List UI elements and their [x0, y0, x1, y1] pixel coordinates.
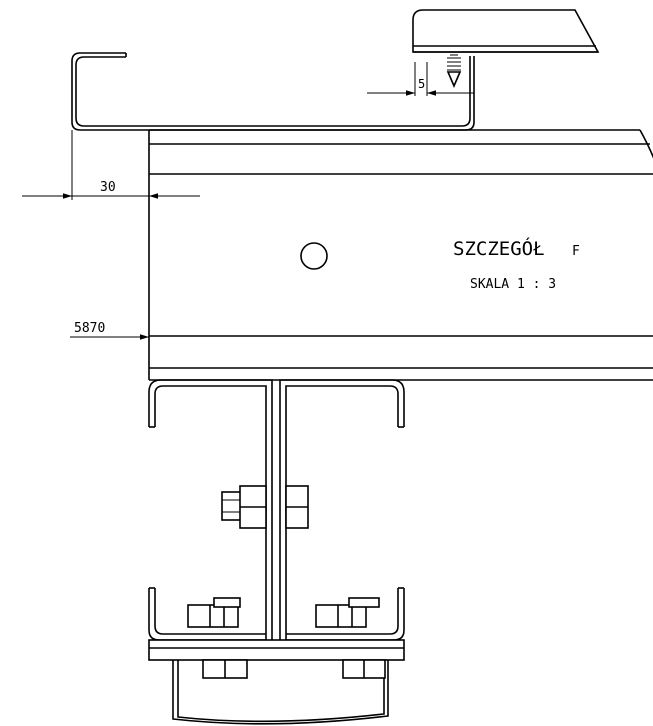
dimension-elevation-label: 5870: [74, 321, 105, 336]
dimension-elevation: 5870: [70, 321, 149, 340]
base-bolt-right: [315, 597, 380, 628]
dimension-overhang-label: 30: [100, 180, 116, 195]
top-cover-profile: [71, 52, 475, 131]
detail-title: SZCZEGÓŁ: [453, 236, 545, 260]
bolt-hole: [300, 242, 328, 270]
dimension-gap-label: 5: [418, 77, 425, 91]
screw-icon: [446, 54, 462, 89]
lower-channels: [148, 587, 405, 641]
upper-channels: [148, 379, 405, 650]
foundation-block: [172, 659, 389, 725]
base-bolt-left: [187, 597, 241, 628]
main-beam: [148, 129, 653, 381]
roof-clip: [412, 9, 600, 53]
dimension-overhang: 30: [22, 130, 200, 200]
detail-letter: F: [572, 244, 580, 259]
detail-scale: SKALA 1 : 3: [470, 277, 556, 292]
middle-bolt: [221, 485, 309, 529]
base-plate: [148, 639, 405, 661]
dimension-gap: 5: [367, 62, 474, 96]
